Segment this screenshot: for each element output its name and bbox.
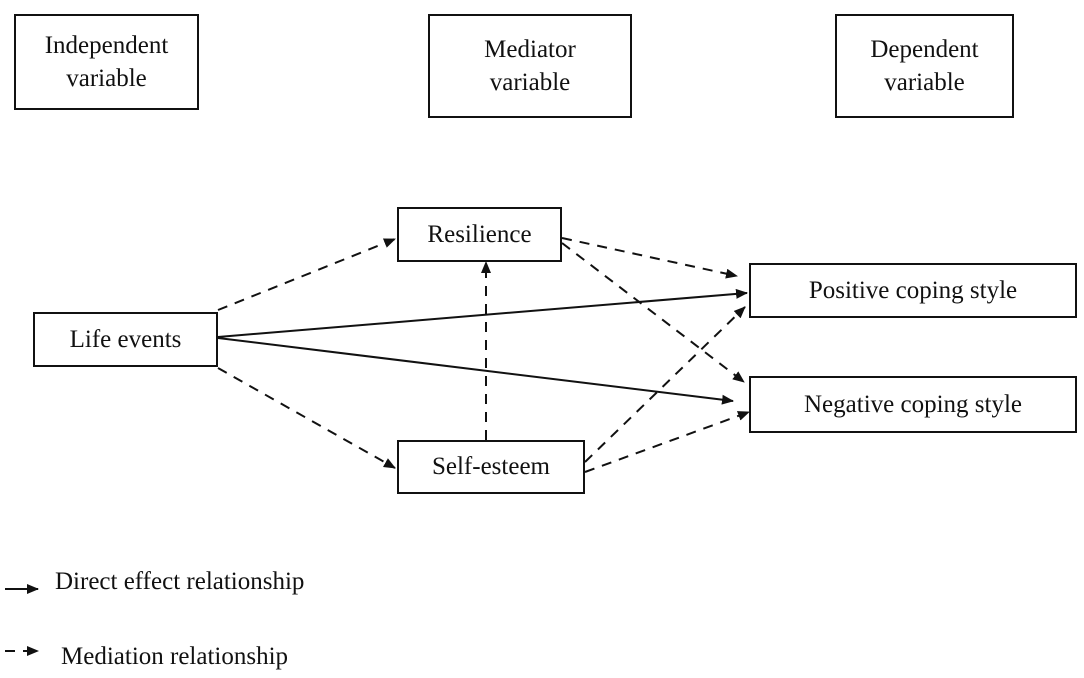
independent-variable-header: Independent variable (14, 14, 199, 110)
edge-life-events-to-resilience (217, 238, 396, 311)
node-life-events: Life events (33, 312, 218, 367)
legend-direct-label: Direct effect relationship (55, 568, 305, 595)
legend-mediation-label: Mediation relationship (61, 643, 289, 670)
edge-life-events-to-positive-coping (217, 288, 748, 338)
edge-life-events-to-self-esteem (217, 367, 396, 469)
node-positive-coping-style: Positive coping style (749, 263, 1077, 318)
mediator-variable-header: Mediator variable (428, 14, 632, 118)
dependent-header-line1: Dependent (870, 36, 979, 63)
edge-resilience-to-positive-coping (561, 237, 738, 279)
independent-header-line1: Independent (44, 32, 169, 59)
node-positive-coping-style-label: Positive coping style (808, 276, 1018, 304)
node-resilience-label: Resilience (427, 220, 532, 248)
edge-resilience-to-negative-coping (561, 242, 745, 383)
node-self-esteem-label: Self-esteem (431, 453, 550, 480)
independent-header-line2: variable (66, 65, 147, 92)
dependent-variable-header: Dependent variable (835, 14, 1014, 118)
node-self-esteem: Self-esteem (397, 440, 585, 494)
node-resilience: Resilience (397, 207, 562, 262)
node-negative-coping-style-label: Negative coping style (804, 390, 1022, 418)
dependent-header-line2: variable (884, 69, 965, 96)
mediator-header-line2: variable (489, 69, 571, 96)
node-negative-coping-style: Negative coping style (749, 376, 1077, 433)
edge-self-esteem-to-positive-coping (584, 306, 746, 463)
edge-self-esteem-to-negative-coping (584, 411, 750, 473)
node-life-events-label: Life events (69, 325, 182, 353)
mediator-header-line1: Mediator (484, 36, 576, 63)
edge-life-events-to-negative-coping (217, 337, 734, 405)
